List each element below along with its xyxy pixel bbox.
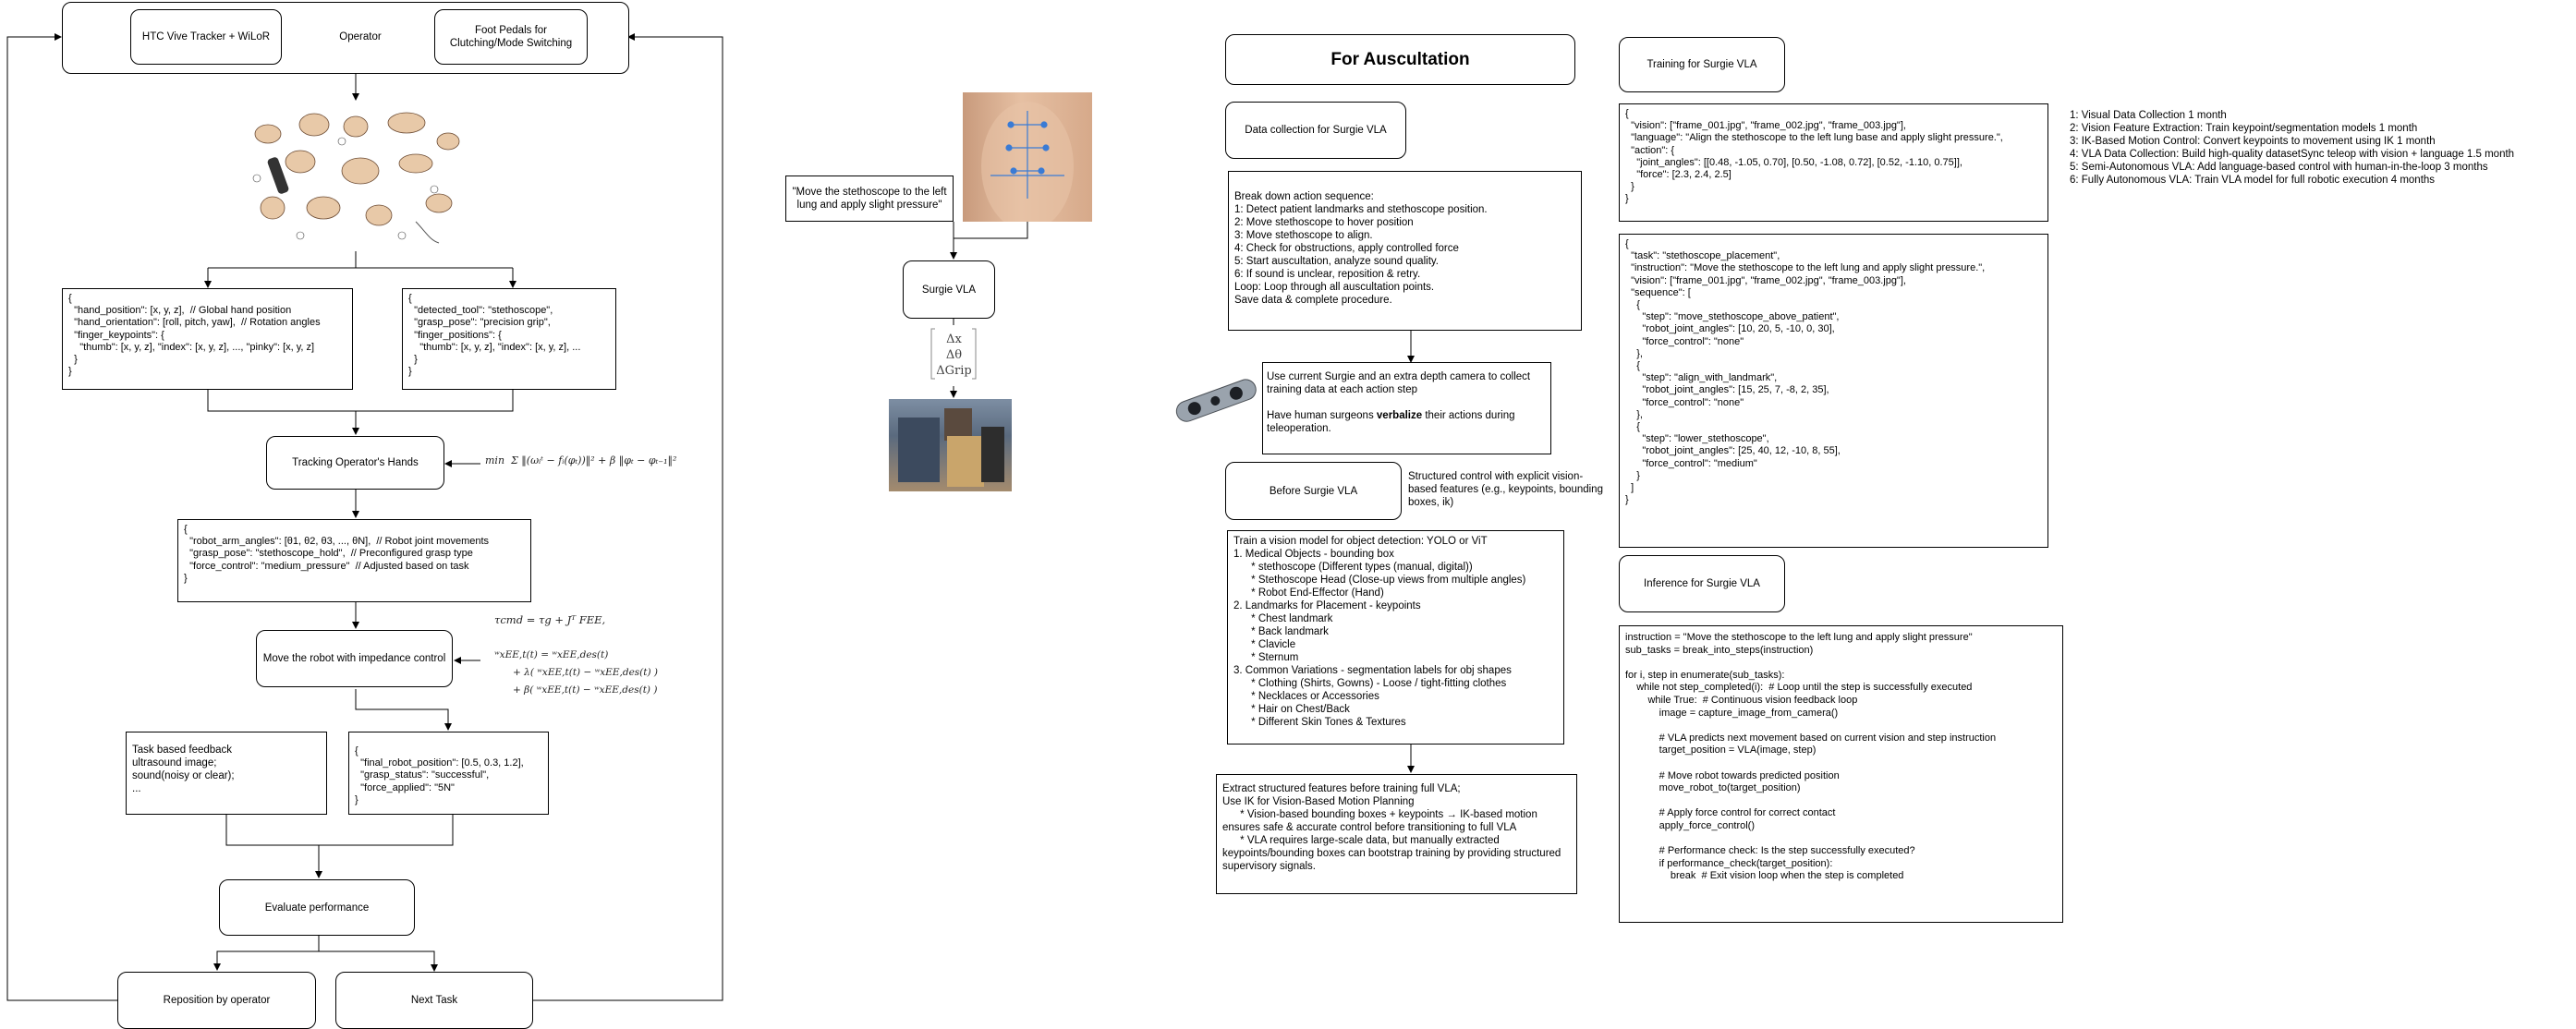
hand-pose-image bbox=[249, 106, 464, 249]
next-task-box[interactable]: Next Task bbox=[335, 972, 533, 1029]
delta-outputs: Δx Δθ ΔGrip bbox=[936, 332, 972, 378]
evaluate-performance-box: Evaluate performance bbox=[219, 879, 415, 936]
impedance-formula-pose: ʷxEE,t(t) = ʷxEE,des(t) + λ( ʷxEE,t(t) −… bbox=[494, 649, 659, 696]
structured-control-note: Structured control with explicit vision-… bbox=[1408, 471, 1603, 508]
phase-4: 4: VLA Data Collection: Build high-quali… bbox=[2070, 149, 2515, 160]
instruction-text-box: "Move the stethoscope to the left lung a… bbox=[785, 176, 954, 222]
action-sequence-box: Break down action sequence: 1: Detect pa… bbox=[1228, 171, 1582, 331]
training-json-sequence: { "task": "stethoscope_placement", "inst… bbox=[1619, 234, 2048, 548]
task-feedback-box: Task based feedback ultrasound image; so… bbox=[126, 732, 327, 815]
training-title-box: Training for Surgie VLA bbox=[1619, 37, 1785, 92]
robot-scene-photo bbox=[889, 399, 1012, 491]
verbalize-emphasis: verbalize bbox=[1376, 410, 1423, 421]
phase-6: 6: Fully Autonomous VLA: Train VLA model… bbox=[2070, 175, 2436, 186]
for-auscultation-title: For Auscultation bbox=[1225, 34, 1575, 85]
patient-back-image bbox=[963, 92, 1092, 222]
final-result-json: { "final_robot_position": [0.5, 0.3, 1.2… bbox=[348, 732, 549, 815]
phase-2: 2: Vision Feature Extraction: Train keyp… bbox=[2070, 123, 2418, 134]
hand-keypoint-json: { "hand_position": [x, y, z], // Global … bbox=[62, 288, 353, 390]
train-vision-model-box: Train a vision model for object detectio… bbox=[1227, 530, 1564, 745]
impedance-formula-torque: τcmd = τg + Jᵀ FEE, bbox=[494, 613, 606, 626]
training-json-sample: { "vision": ["frame_001.jpg", "frame_002… bbox=[1619, 103, 2048, 222]
impedance-control-box: Move the robot with impedance control bbox=[256, 630, 453, 687]
robot-arm-json: { "robot_arm_angles": [θ1, θ2, θ3, ..., … bbox=[177, 519, 531, 602]
phase-1: 1: Visual Data Collection 1 month bbox=[2070, 110, 2227, 121]
tracking-hands-box: Tracking Operator's Hands bbox=[266, 436, 444, 490]
camera-text-line: Use current Surgie and an extra depth ca… bbox=[1267, 371, 1531, 395]
inference-code-box: instruction = "Move the stethoscope to t… bbox=[1619, 625, 2063, 923]
detected-tool-json: { "detected_tool": "stethoscope", "grasp… bbox=[402, 288, 616, 390]
phase-3: 3: IK-Based Motion Control: Convert keyp… bbox=[2070, 136, 2436, 147]
phase-5: 5: Semi-Autonomous VLA: Add language-bas… bbox=[2070, 162, 2488, 173]
extract-features-box: Extract structured features before train… bbox=[1216, 774, 1577, 894]
reposition-by-operator-box[interactable]: Reposition by operator bbox=[117, 972, 316, 1029]
verbalize-prefix: Have human surgeons bbox=[1267, 410, 1377, 421]
surgie-vla-box: Surgie VLA bbox=[903, 260, 995, 319]
data-collection-box: Data collection for Surgie VLA bbox=[1225, 102, 1406, 159]
foot-pedals-box: Foot Pedals for Clutching/Mode Switching bbox=[434, 9, 588, 65]
htc-vive-tracker-box: HTC Vive Tracker + WiLoR bbox=[130, 9, 282, 65]
verbalize-line: Have human surgeons verbalize their acti… bbox=[1267, 409, 1547, 435]
tracking-formula: min Σ ‖(ωᵢᵗ − fᵢ(φₜ))‖² + β ‖φₜ − φₜ₋₁‖² bbox=[485, 454, 677, 466]
before-surgie-vla-box: Before Surgie VLA bbox=[1225, 462, 1402, 520]
depth-camera-collection-box: Use current Surgie and an extra depth ca… bbox=[1262, 362, 1551, 454]
verbalize-suffix: their actions during teleoperation. bbox=[1267, 410, 1515, 434]
inference-title-box: Inference for Surgie VLA bbox=[1619, 555, 1785, 612]
operator-title: Operator bbox=[339, 31, 382, 42]
depth-camera-image bbox=[1167, 374, 1264, 425]
